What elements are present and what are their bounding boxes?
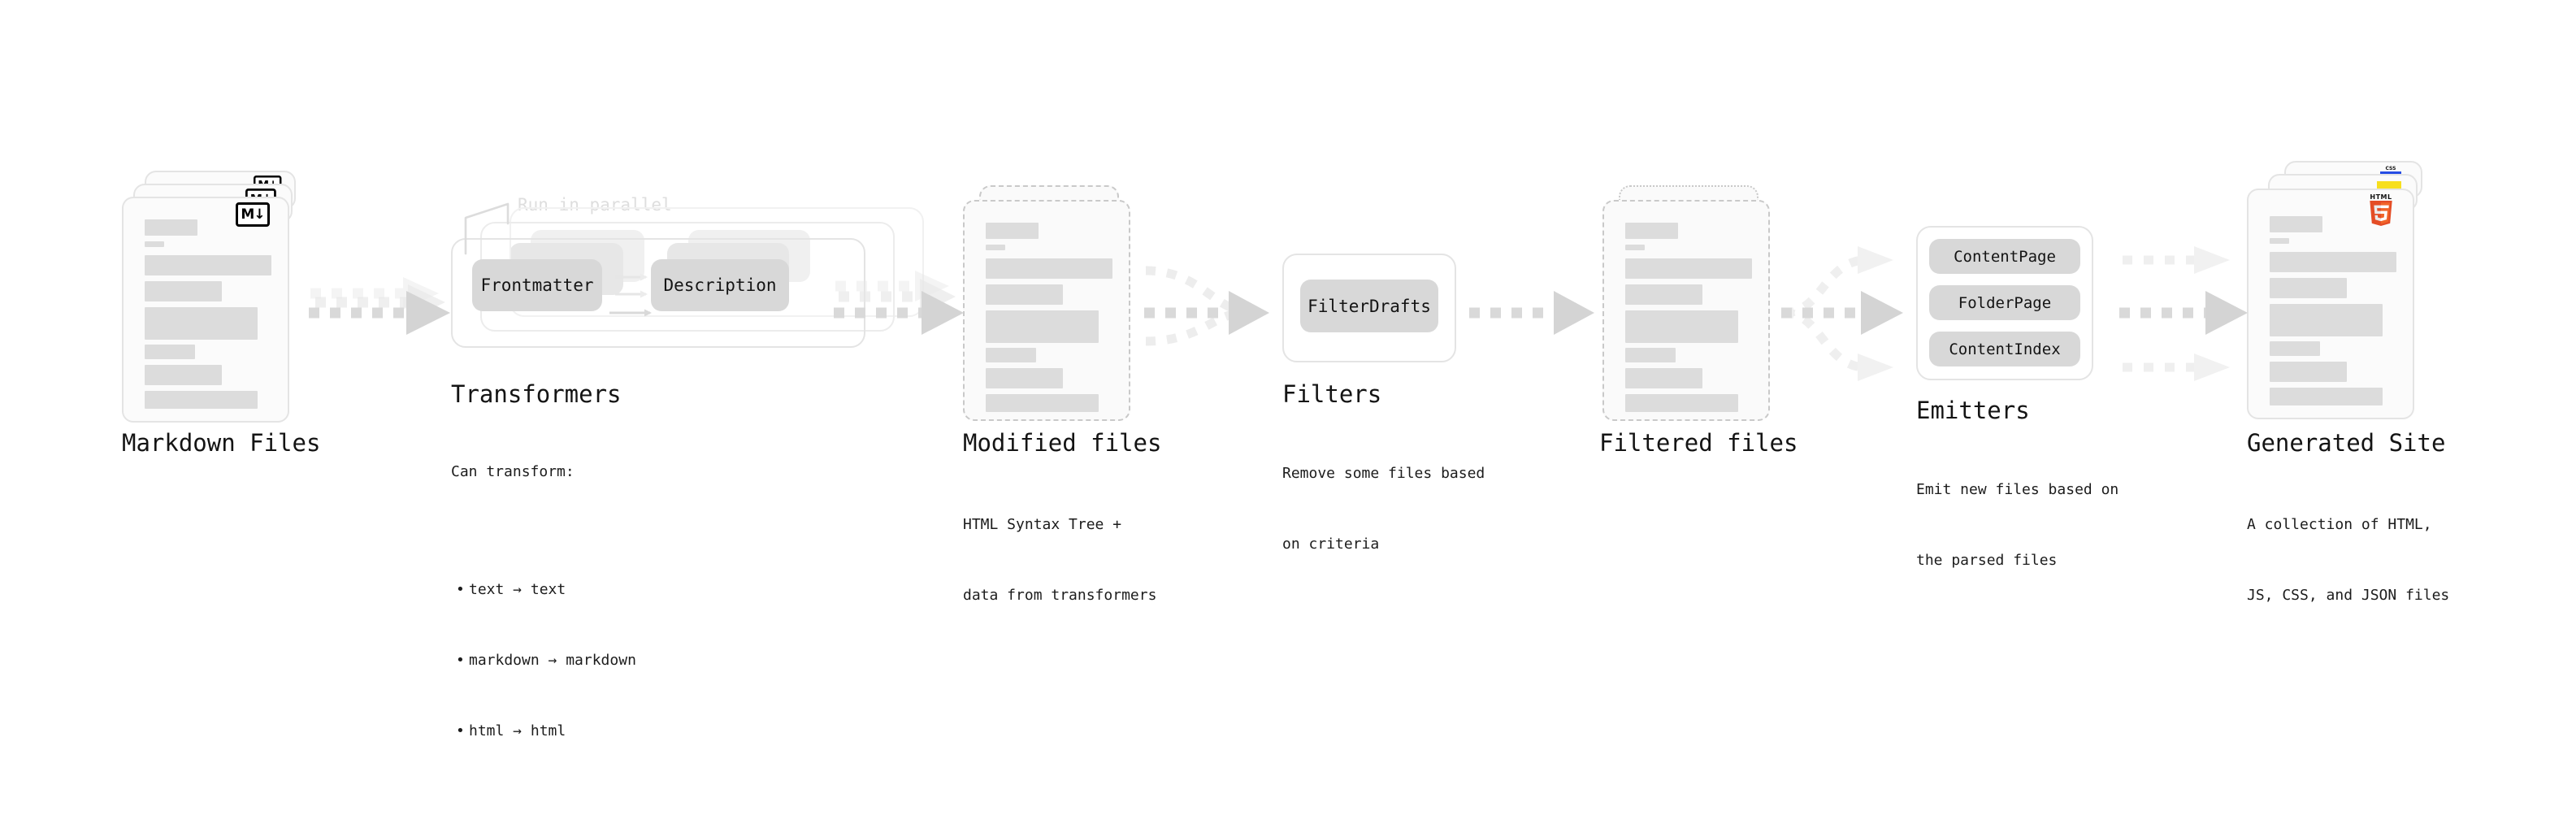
transformers-description: Can transform: text → text markdown → ma…	[451, 413, 636, 837]
skeleton-bar	[986, 348, 1036, 362]
markdown-files-stack: M↓ M↓ M↓	[122, 171, 317, 423]
skeleton-bar	[2270, 341, 2320, 356]
transformers-capability-list: text → text markdown → markdown html → h…	[451, 531, 636, 790]
stage-title-emitters: Emitters	[1916, 397, 2030, 424]
stage-title-filters: Filters	[1282, 380, 1382, 408]
stage-title-modified-files: Modified files	[963, 429, 1162, 457]
emitter-chip-folderpage[interactable]: FolderPage	[1929, 285, 2080, 320]
stage-title-transformers: Transformers	[451, 380, 622, 408]
skeleton-bar	[986, 284, 1063, 305]
modified-files-stack	[963, 185, 1150, 421]
transformer-chip-label: Description	[663, 275, 777, 295]
filtered-card-front	[1602, 200, 1770, 421]
stage-title-generated-site: Generated Site	[2247, 429, 2446, 457]
skeleton-bar	[2270, 252, 2396, 272]
skeleton-bar	[2270, 362, 2347, 382]
skeleton-bar	[986, 223, 1039, 239]
html5-shield-icon	[2370, 201, 2392, 226]
skeleton-bar	[1625, 245, 1645, 250]
skeleton-bar	[2270, 388, 2383, 405]
skeleton-bar	[2270, 238, 2289, 244]
skeleton-bar	[986, 394, 1099, 412]
html5-badge-word: HTML	[2370, 193, 2392, 201]
stage-title-filtered-files: Filtered files	[1599, 429, 1798, 457]
generated-site-stack: CSS HTML	[2247, 161, 2450, 421]
skeleton-bar	[145, 307, 258, 340]
skeleton-bar	[1625, 394, 1738, 412]
skeleton-bar	[145, 219, 197, 236]
emitters-description: Emit new files based on the parsed files	[1916, 431, 2118, 619]
skeleton-bar	[2270, 304, 2383, 336]
skeleton-bar	[145, 241, 164, 247]
skeleton-bar	[145, 345, 195, 359]
description-line: A collection of HTML,	[2247, 516, 2432, 533]
skeleton-bar	[145, 391, 258, 409]
markdown-badge-letter: M	[241, 206, 254, 223]
html5-badge: HTML	[2367, 193, 2395, 226]
css-badge-label: CSS	[2385, 166, 2396, 171]
connector-emitters-to-generated	[2119, 246, 2248, 381]
skeleton-bar	[1625, 258, 1752, 279]
css-badge-bar	[2380, 171, 2401, 175]
skeleton-bar	[1625, 368, 1702, 388]
transformers-capability-item: text → text	[456, 578, 636, 601]
description-line: the parsed files	[1916, 552, 2058, 569]
skeleton-bar	[145, 255, 271, 275]
generated-site-description: A collection of HTML, JS, CSS, and JSON …	[2247, 466, 2449, 654]
run-in-parallel-annotation: Run in parallel	[518, 195, 672, 215]
transformer-chip-description[interactable]: Description	[651, 259, 789, 311]
skeleton-bar	[2270, 216, 2322, 232]
markdown-badge: M↓	[236, 202, 270, 227]
transformers-description-heading: Can transform:	[451, 463, 575, 480]
emitter-chip-contentindex[interactable]: ContentIndex	[1929, 332, 2080, 366]
connector-filters-to-filtered	[1469, 291, 1594, 335]
transformer-chip-label: Frontmatter	[480, 275, 594, 295]
skeleton-bar	[986, 258, 1112, 279]
description-line: HTML Syntax Tree +	[963, 516, 1122, 533]
skeleton-bar	[1625, 310, 1738, 343]
skeleton-bar	[1625, 223, 1678, 239]
filters-frame	[1282, 254, 1456, 362]
diagram-canvas: M↓ M↓ M↓ Markdown Files	[0, 0, 2576, 681]
connector-markdown-to-transformers	[309, 277, 450, 335]
emitter-chip-contentpage[interactable]: ContentPage	[1929, 239, 2080, 274]
description-line: Emit new files based on	[1916, 481, 2119, 498]
skeleton-bar	[2270, 278, 2347, 298]
connector-filtered-to-emitters	[1781, 246, 1903, 381]
markdown-badge-arrow: ↓	[254, 206, 265, 223]
description-line: data from transformers	[963, 587, 1157, 604]
emitter-chip-label: ContentIndex	[1949, 340, 2061, 358]
modified-card-front	[963, 200, 1130, 421]
transformers-capability-item: markdown → markdown	[456, 648, 636, 672]
description-line: on criteria	[1282, 536, 1380, 553]
filter-chip-label: FilterDrafts	[1308, 296, 1431, 316]
stage-title-markdown-files: Markdown Files	[122, 429, 321, 457]
skeleton-bar	[1625, 348, 1676, 362]
skeleton-bar	[986, 245, 1005, 250]
transformers-capability-item: html → html	[456, 719, 636, 743]
description-line: Remove some files based	[1282, 465, 1485, 482]
transformer-chip-frontmatter[interactable]: Frontmatter	[472, 259, 602, 311]
skeleton-bar	[145, 365, 222, 385]
skeleton-bar	[1625, 284, 1702, 305]
emitter-chip-label: FolderPage	[1958, 293, 2052, 312]
emitters-frame	[1916, 226, 2093, 380]
css-badge: CSS	[2380, 166, 2401, 176]
connector-modified-to-filters	[1144, 266, 1269, 346]
emitter-chip-label: ContentPage	[1954, 247, 2056, 266]
markdown-card-front	[122, 197, 289, 423]
skeleton-bar	[145, 281, 222, 301]
filters-description: Remove some files based on criteria	[1282, 414, 1485, 603]
skeleton-bar	[986, 368, 1063, 388]
filtered-files-stack	[1602, 185, 1789, 421]
skeleton-bar	[986, 310, 1099, 343]
generated-card-front-html	[2247, 189, 2414, 419]
description-line: JS, CSS, and JSON files	[2247, 587, 2450, 604]
filter-chip-filterdrafts[interactable]: FilterDrafts	[1300, 280, 1438, 332]
modified-files-description: HTML Syntax Tree + data from transformer…	[963, 466, 1156, 654]
